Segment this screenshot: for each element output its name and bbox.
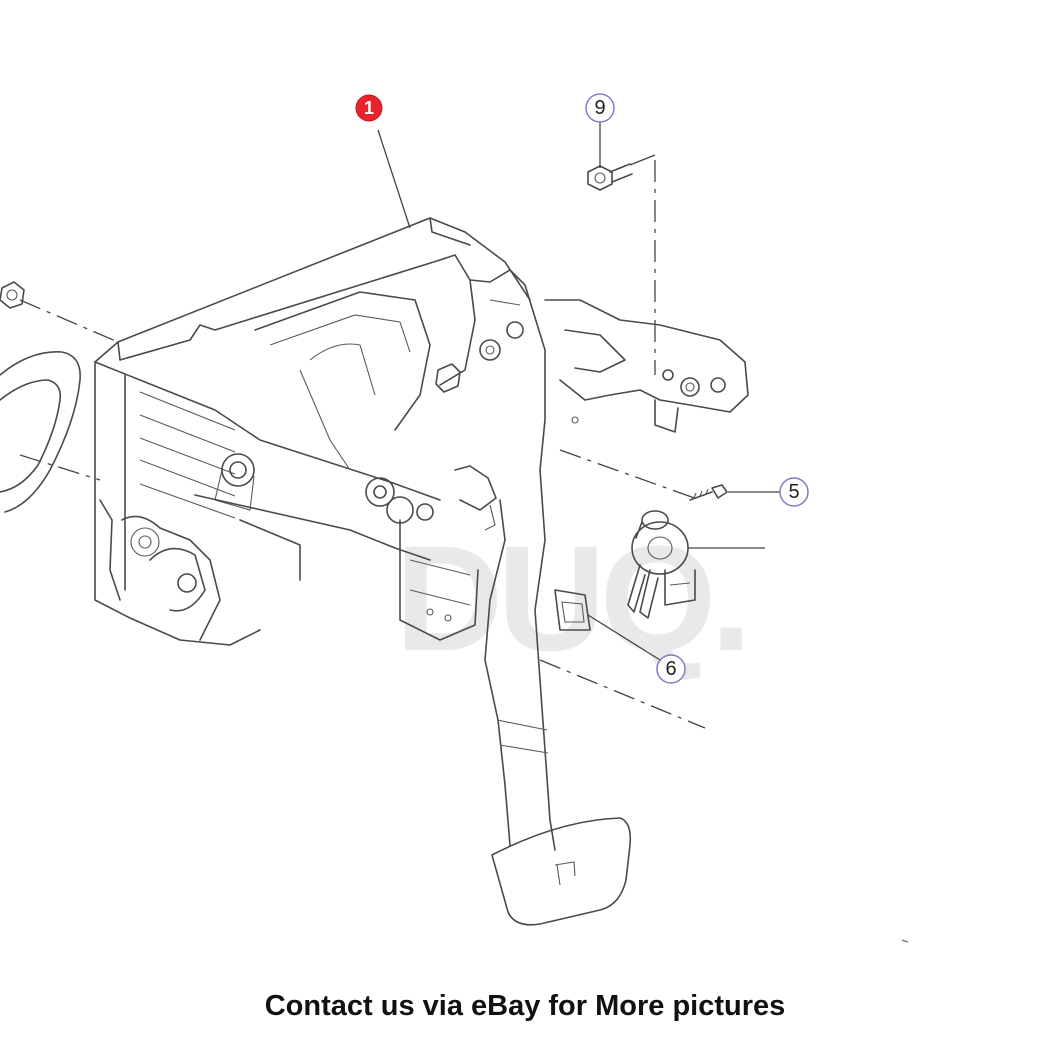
callout-6-label: 6 [665,658,676,680]
gasket-part [0,351,81,513]
watermark-text: DUQ. [395,514,746,682]
callout-5: 5 [779,477,809,507]
callout-1-circle [355,94,383,122]
callout-9-circle [585,93,615,123]
callout-9: 9 [585,93,615,123]
contact-caption: Contact us via eBay for More pictures [264,990,786,1022]
bolt-part-9 [587,163,633,191]
callout-6: 6 [656,654,686,684]
pedal-stud-part [454,465,497,531]
callout-5-circle [779,477,809,507]
pedal-bracket-housing [94,217,546,646]
callout-5-label: 5 [788,481,799,503]
stop-lamp-switch-part [627,510,696,619]
brake-pedal-arm [484,469,556,851]
callout-1: 1 [355,94,383,122]
callout-9-label: 9 [594,97,605,119]
assembly-dashed-lines [19,160,706,729]
callout-6-circle [656,654,686,684]
screw-part-5 [689,484,728,501]
clip-part-6 [554,589,591,631]
left-nut-part [0,281,25,309]
callout-1-label: 1 [364,98,374,118]
mounting-bracket-part [544,299,749,433]
callout-leader-lines [377,122,780,661]
brake-pedal-pad [491,817,632,926]
